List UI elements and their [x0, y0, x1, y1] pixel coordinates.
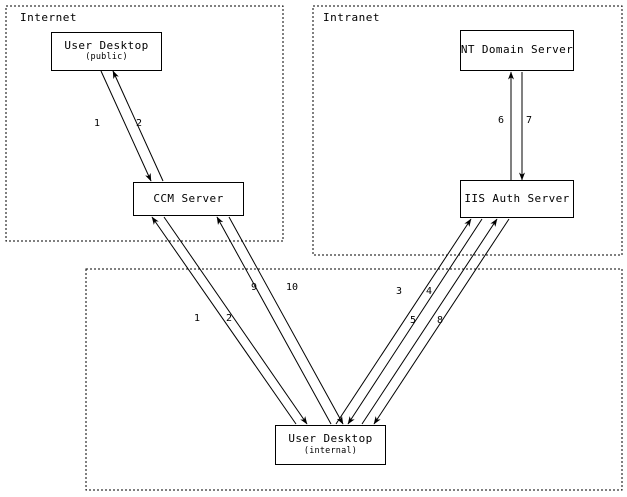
node-nt-domain-server-title: NT Domain Server	[460, 43, 574, 57]
flow-label-10: 10	[286, 282, 299, 293]
flow-label-9: 9	[251, 282, 258, 293]
node-user-desktop-internal[interactable]: User Desktop (internal)	[275, 425, 386, 465]
edge-iis-to-internal-8	[373, 218, 510, 425]
zone-internal-border	[85, 268, 623, 491]
flow-label-6: 6	[498, 115, 505, 126]
flow-label-2-ccm: 2	[226, 313, 233, 324]
node-user-desktop-public-title: User Desktop	[64, 38, 149, 52]
node-iis-auth-server-title: IIS Auth Server	[464, 191, 570, 205]
edge-ccm-to-internal-10	[228, 216, 344, 425]
node-user-desktop-public[interactable]: User Desktop (public)	[51, 32, 162, 71]
edge-iis-to-internal-4	[347, 218, 483, 425]
zone-label-intranet: Intranet	[323, 11, 380, 24]
node-iis-auth-server[interactable]: IIS Auth Server	[460, 180, 574, 218]
node-ccm-server[interactable]: CCM Server	[133, 182, 244, 216]
node-user-desktop-public-subtitle: (public)	[85, 52, 128, 63]
edge-ccm-to-public	[112, 70, 164, 182]
flow-label-1-ccm: 1	[194, 313, 201, 324]
flow-label-4: 4	[426, 286, 433, 297]
edge-internal-to-ccm-9	[216, 216, 332, 425]
edge-internal-to-ccm-1	[151, 216, 297, 425]
flow-label-5: 5	[410, 315, 417, 326]
flow-label-7: 7	[526, 115, 533, 126]
node-user-desktop-internal-title: User Desktop	[288, 432, 373, 446]
flow-label-8: 8	[437, 315, 444, 326]
node-ccm-server-title: CCM Server	[153, 191, 224, 205]
node-nt-domain-server[interactable]: NT Domain Server	[460, 30, 574, 71]
edge-public-to-ccm	[100, 70, 152, 182]
edge-internal-to-iis-3	[335, 218, 472, 425]
zone-intranet-border	[312, 5, 623, 256]
edge-ccm-to-internal-2	[163, 216, 308, 425]
flow-label-2-public: 2	[136, 118, 143, 129]
node-user-desktop-internal-subtitle: (internal)	[303, 445, 358, 456]
flow-label-1-public: 1	[94, 118, 101, 129]
edge-internal-to-iis-5	[361, 218, 498, 425]
zone-label-internet: Internet	[20, 11, 77, 24]
flow-label-3: 3	[396, 286, 403, 297]
